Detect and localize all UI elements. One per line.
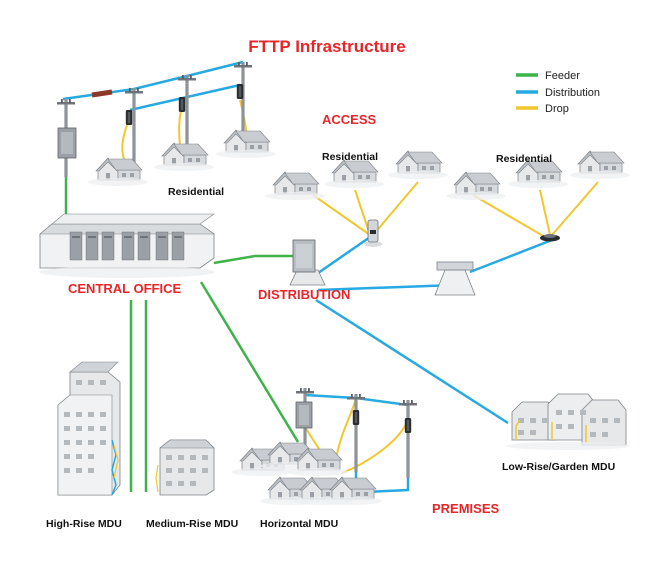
splice-closure [404, 418, 412, 433]
label-access: ACCESS [322, 112, 377, 127]
distribution-pedestal [434, 261, 476, 296]
label-medium-rise-mdu: Medium-Rise MDU [146, 518, 238, 530]
house [387, 150, 449, 180]
house [264, 171, 326, 201]
utility-pole [125, 88, 143, 166]
splice-closure [178, 97, 186, 112]
house [569, 150, 631, 180]
house [153, 142, 215, 172]
legend: Feeder Distribution Drop [516, 70, 600, 115]
house [215, 129, 277, 159]
splice-closure [125, 110, 133, 125]
splice-closure [236, 84, 244, 99]
horizontal-mdu-buildings [231, 441, 383, 506]
label-horizontal-mdu: Horizontal MDU [260, 518, 338, 530]
medium-rise-mdu [155, 439, 215, 496]
label-high-rise-mdu: High-Rise MDU [46, 518, 122, 530]
utility-pole [347, 394, 365, 472]
label-residential-access-left: Residential [322, 151, 378, 163]
high-rise-mdu [57, 361, 121, 496]
legend-label-distribution: Distribution [545, 87, 600, 99]
diagram-title: FTTP Infrastructure [248, 37, 405, 56]
house [87, 157, 149, 187]
label-low-rise-garden-mdu: Low-Rise/Garden MDU [502, 461, 615, 473]
access-terminal-left [364, 219, 382, 247]
houses-top-residential [87, 129, 277, 187]
top-utility-poles [57, 62, 252, 177]
label-central-office: CENTRAL OFFICE [68, 281, 181, 296]
house [323, 159, 385, 189]
label-residential-top: Residential [168, 186, 224, 198]
house [445, 171, 507, 201]
legend-label-drop: Drop [545, 103, 569, 115]
utility-pole [234, 62, 252, 140]
label-premises: PREMISES [432, 501, 500, 516]
legend-label-feeder: Feeder [545, 70, 580, 82]
splice-closure [352, 410, 360, 425]
access-terminal-right [540, 234, 560, 242]
low-rise-garden-mdu [506, 393, 630, 450]
feeder-splice [91, 89, 113, 98]
utility-pole [399, 400, 417, 478]
label-distribution: DISTRIBUTION [258, 287, 350, 302]
horizontal-mdu-poles [295, 388, 417, 478]
distribution-hub [289, 239, 326, 286]
central-office-building [39, 213, 215, 278]
feeder-lines [64, 165, 300, 492]
label-residential-access-right: Residential [496, 153, 552, 165]
